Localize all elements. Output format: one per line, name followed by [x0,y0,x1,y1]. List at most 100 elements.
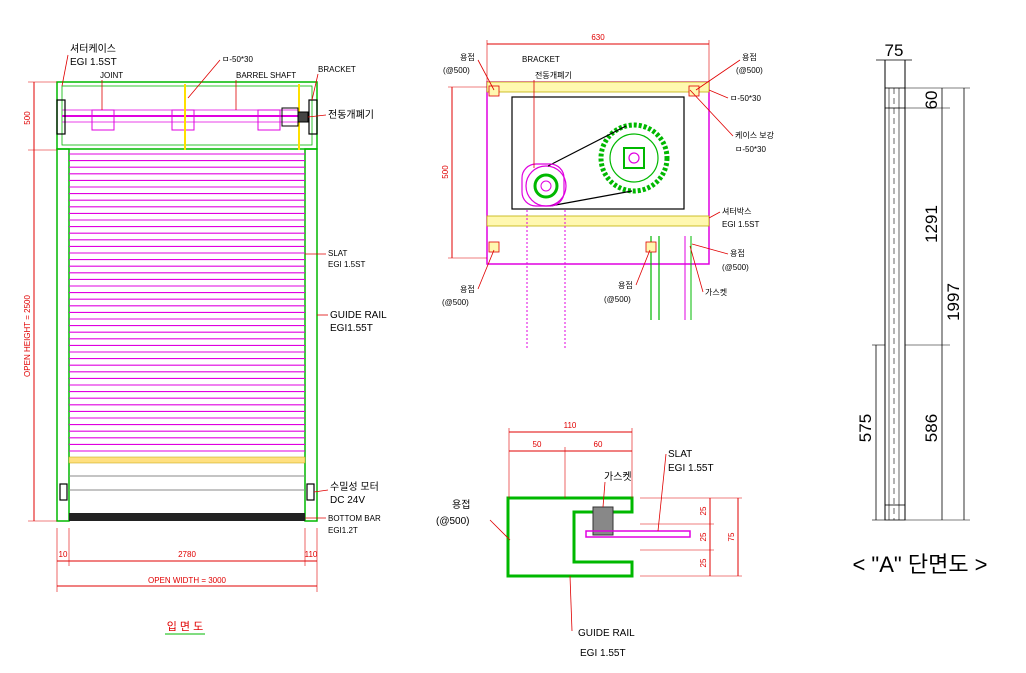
label-case-spec: EGI 1.5ST [70,57,117,68]
leader [477,249,495,290]
elevation-view: 500 OPEN HEIGHT = 2500 10 2780 110 OPEN … [23,43,387,635]
guide-rail-profile [506,496,634,578]
weld-mark [488,241,500,253]
leader [657,453,667,532]
label-pipe2: ㅁ-50*30 [735,145,766,154]
label-box-spec: EGI 1.5ST [722,220,759,229]
dim-rail-a: 50 [533,440,542,449]
weld-mark [688,85,700,97]
label-motor: 전동개폐기 [535,70,572,80]
dim-a-586: 586 [922,414,941,442]
motor-unit [297,111,309,123]
chain [547,125,627,167]
waterproof-motor-right [306,483,315,501]
reinforce-pipe-bottom [486,215,710,227]
label-weld-r-spec: (@500) [722,263,749,272]
shutter-box [486,81,710,265]
label-bottom-spec: EGI1.2T [328,526,358,535]
section-top-block [884,87,906,109]
label-wmotor-spec: DC 24V [330,495,365,506]
label-case: 셔터케이스 [70,43,116,55]
rail-section-view: 110 50 60 25 25 25 75 용접 (@500) 가스켓 SLAT… [436,421,742,659]
leader [313,489,329,493]
leader [311,73,319,101]
dim-a-60: 60 [922,91,941,110]
leader [569,575,573,632]
dim-width: OPEN WIDTH = 3000 [148,576,227,585]
label-weld-bc-spec: (@500) [604,295,631,304]
label-rail-slat: SLAT [668,449,692,460]
label-joint: JOINT [100,71,123,80]
label-rail-weld: 용접 [452,499,470,511]
label-weld-tr: 용접 [742,52,757,62]
dim-a-top: 75 [885,41,904,60]
slat-profile [585,530,691,538]
dim-rail-d2: 25 [699,532,708,541]
a-section-view: 75 60 1291 1997 575 586 < "A" 단면도 > [852,41,987,577]
slat-curtain [69,153,305,452]
dim-rail-d1: 25 [699,506,708,515]
dim-top-label: 500 [23,111,32,125]
leader [602,481,606,508]
label-slat-spec: EGI 1.5ST [328,260,365,269]
label-weld-tr-spec: (@500) [736,66,763,75]
dim-a-1291: 1291 [922,205,941,243]
label-weld-tl-spec: (@500) [443,66,470,75]
dim-case-height: 500 [441,165,450,179]
label-box: 셔터박스 [722,206,751,216]
bracket-left [56,99,66,135]
small-sprocket-hub [540,180,552,192]
label-weld-r: 용접 [730,248,745,258]
dim-rail-b: 60 [594,440,603,449]
label-rail-guide-spec: EGI 1.55T [580,648,626,659]
leader [689,245,704,293]
reinforce-pipe-top [486,81,710,93]
leader [708,211,721,219]
label-gasket: 가스켓 [705,287,727,297]
leader [307,114,327,118]
chain [549,190,633,207]
small-sprocket [525,165,567,207]
guide-rail-left [56,148,70,522]
elevation-title: 입 면 도 [167,620,203,633]
large-sprocket-hub [623,147,645,169]
bracket-plate [511,96,685,210]
leader [689,89,734,137]
dim-height-label: OPEN HEIGHT = 2500 [23,295,32,377]
label-rail-guide: GUIDE RAIL [578,628,635,639]
section-bottom-block [884,504,906,521]
label-barrel: BARREL SHAFT [236,71,296,80]
leader [695,59,741,91]
dim-a-575: 575 [856,414,875,442]
label-slat: SLAT [328,249,348,258]
large-sprocket-inner [609,133,659,183]
bottom-bar-top [68,456,306,464]
label-rail-slat-spec: EGI 1.55T [668,463,714,474]
dim-case-width: 630 [591,33,605,42]
label-weld-bl-spec: (@500) [442,298,469,307]
bottom-bar [69,513,305,521]
joint [171,109,195,131]
label-weld-bl: 용접 [460,284,475,294]
small-sprocket-gear [533,173,559,199]
label-guide: GUIDE RAIL [330,310,387,321]
waterproof-motor-left [59,483,68,501]
leader [635,249,651,286]
large-sprocket-center [628,152,640,164]
leader [691,243,729,255]
dim-a-1997: 1997 [944,283,963,321]
joint [257,109,281,131]
label-bracket: BRACKET [522,55,560,64]
leader [477,59,495,91]
dim-rail-total: 110 [564,421,577,430]
dim-inner: 2780 [178,550,196,559]
weld-mark [645,241,657,253]
label-bottom: BOTTOM BAR [328,514,381,523]
label-bracket: BRACKET [318,65,356,74]
dim-left-margin: 10 [59,550,68,559]
dim-rail-d3: 25 [699,558,708,567]
case-section-view: 630 500 용접 (@500) BRACKET 전동개폐기 용접 (@500… [441,33,775,350]
guide-rail-right [304,148,318,522]
a-section-title: < "A" 단면도 > [852,552,987,577]
